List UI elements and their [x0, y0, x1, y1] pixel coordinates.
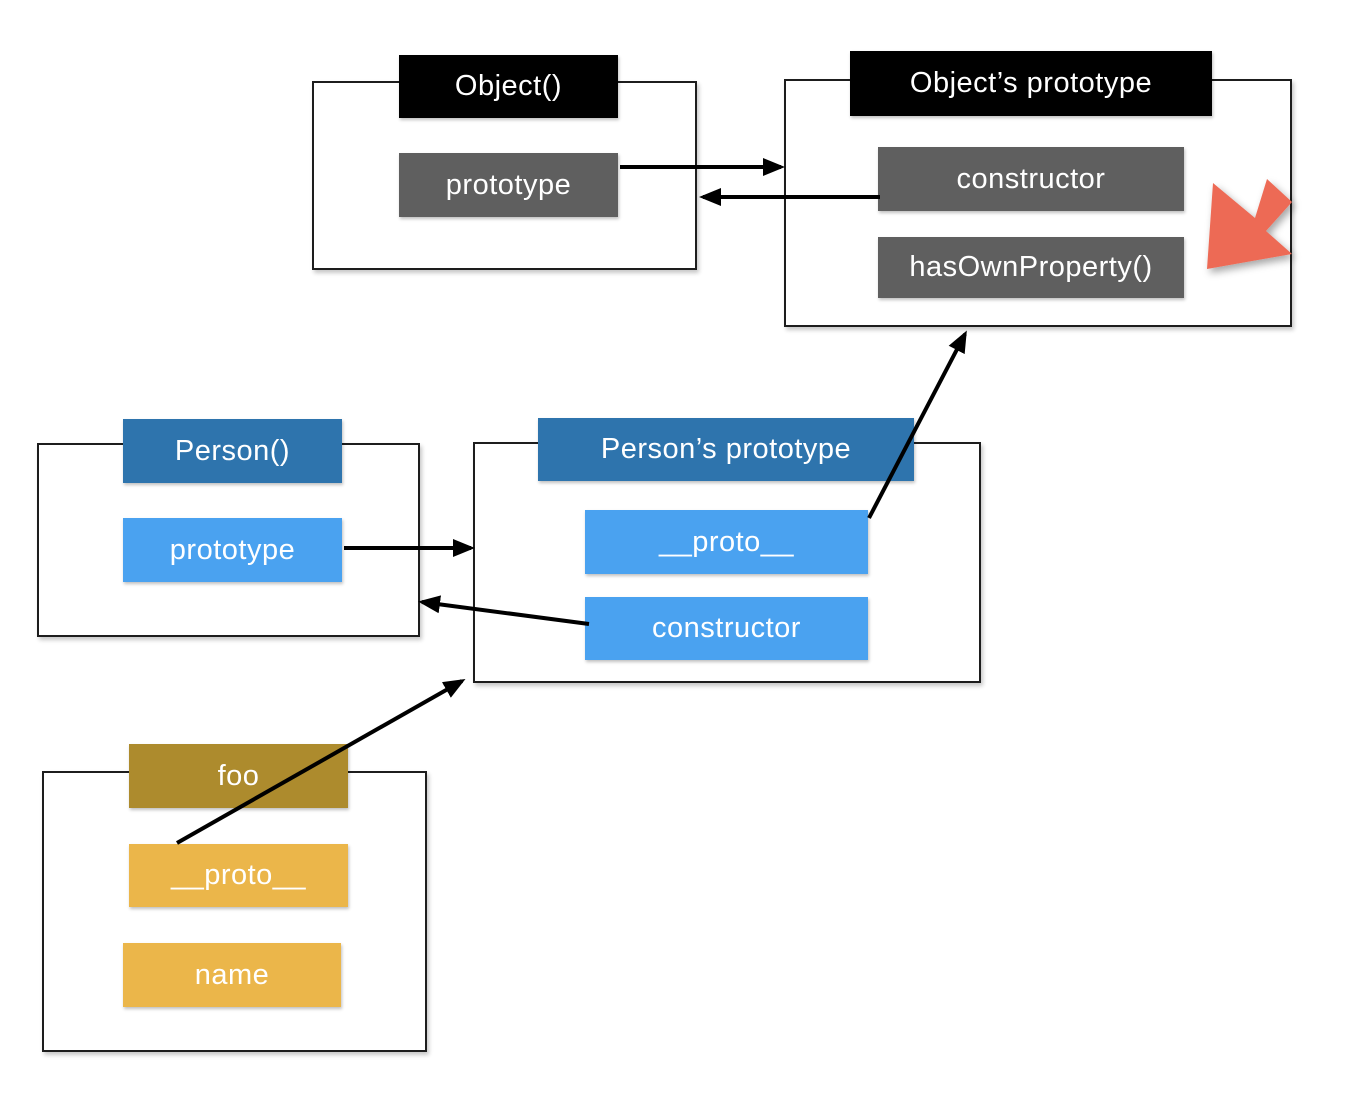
person-prototype-title: Person’s prototype: [538, 418, 914, 481]
object-prototype-title: Object’s prototype: [850, 51, 1212, 116]
object-function-title: Object(): [399, 55, 618, 118]
object-prototype-member-hasownproperty: hasOwnProperty(): [878, 237, 1184, 298]
foo-object-frame: [42, 771, 427, 1052]
foo-object-title: foo: [129, 744, 348, 808]
person-function-member-prototype: prototype: [123, 518, 342, 582]
object-function-member-prototype: prototype: [399, 153, 618, 217]
person-prototype-member-proto: __proto__: [585, 510, 868, 574]
object-prototype-member-constructor: constructor: [878, 147, 1184, 211]
person-prototype-member-constructor: constructor: [585, 597, 868, 660]
person-function-title: Person(): [123, 419, 342, 483]
foo-object-member-proto: __proto__: [129, 844, 348, 907]
foo-object-member-name: name: [123, 943, 341, 1007]
